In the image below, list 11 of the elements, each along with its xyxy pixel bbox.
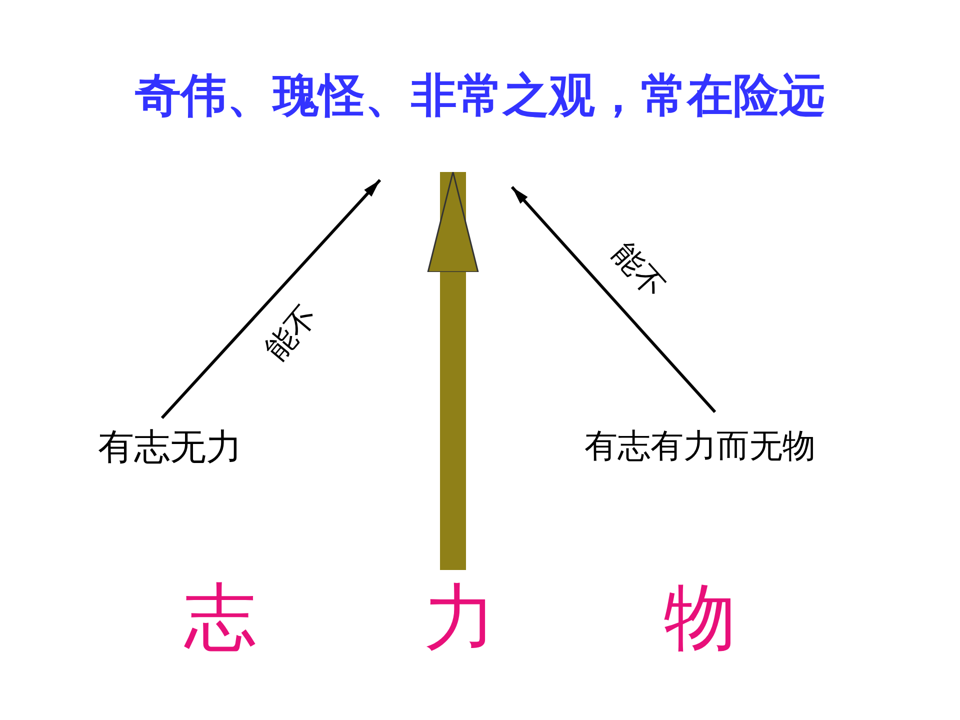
factor-text: 物 xyxy=(660,578,740,658)
edge-label: 能不 xyxy=(261,300,323,366)
thick-arrow xyxy=(427,171,479,570)
arrow xyxy=(160,178,382,420)
factor-text: 志 xyxy=(180,578,260,658)
edge-label: 能不 xyxy=(606,238,670,304)
condition-text: 有志无力 xyxy=(70,428,270,472)
title-heading: 奇伟、瑰怪、非常之观，常在险远 xyxy=(30,70,930,132)
factor-text: 力 xyxy=(420,578,500,658)
arrow xyxy=(510,186,716,413)
condition-text: 有志有力而无物 xyxy=(545,428,855,470)
